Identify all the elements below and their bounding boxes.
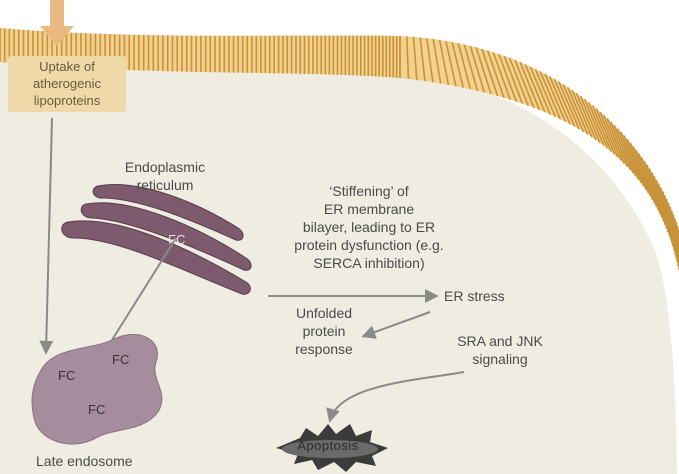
er-stress-label: ER stress xyxy=(444,287,505,305)
stiffening-text: ‘Stiffening’ of ER membrane bilayer, lea… xyxy=(262,182,476,272)
upr-line-1: Unfolded xyxy=(276,304,372,322)
fc-marker-endosome-3: FC xyxy=(88,402,105,417)
stiffening-line-1: ‘Stiffening’ of xyxy=(262,182,476,200)
stiffening-line-4: protein dysfunction (e.g. xyxy=(262,236,476,254)
er-title: Endoplasmic reticulum xyxy=(110,158,220,194)
upr-line-3: response xyxy=(276,340,372,358)
sra-jnk-label: SRA and JNK signaling xyxy=(440,332,560,368)
uptake-line-3: lipoproteins xyxy=(8,92,126,109)
uptake-line-2: atherogenic xyxy=(8,75,126,92)
uptake-line-1: Uptake of xyxy=(8,58,126,75)
apoptosis-label: Apoptosis xyxy=(272,438,384,453)
er-title-line-1: Endoplasmic xyxy=(110,158,220,176)
sra-jnk-line-1: SRA and JNK xyxy=(440,332,560,350)
stiffening-line-2: ER membrane xyxy=(262,200,476,218)
stiffening-line-5: SERCA inhibition) xyxy=(262,254,476,272)
fc-marker-endosome-2: FC xyxy=(112,352,129,367)
upr-line-2: protein xyxy=(276,322,372,340)
stiffening-line-3: bilayer, leading to ER xyxy=(262,218,476,236)
fc-marker-er: FC xyxy=(168,232,185,247)
er-title-line-2: reticulum xyxy=(110,176,220,194)
sra-jnk-line-2: signaling xyxy=(440,350,560,368)
uptake-label: Uptake of atherogenic lipoproteins xyxy=(8,58,126,109)
late-endosome-label: Late endosome xyxy=(36,452,133,470)
upr-label: Unfolded protein response xyxy=(276,304,372,358)
fc-marker-endosome-1: FC xyxy=(58,368,75,383)
